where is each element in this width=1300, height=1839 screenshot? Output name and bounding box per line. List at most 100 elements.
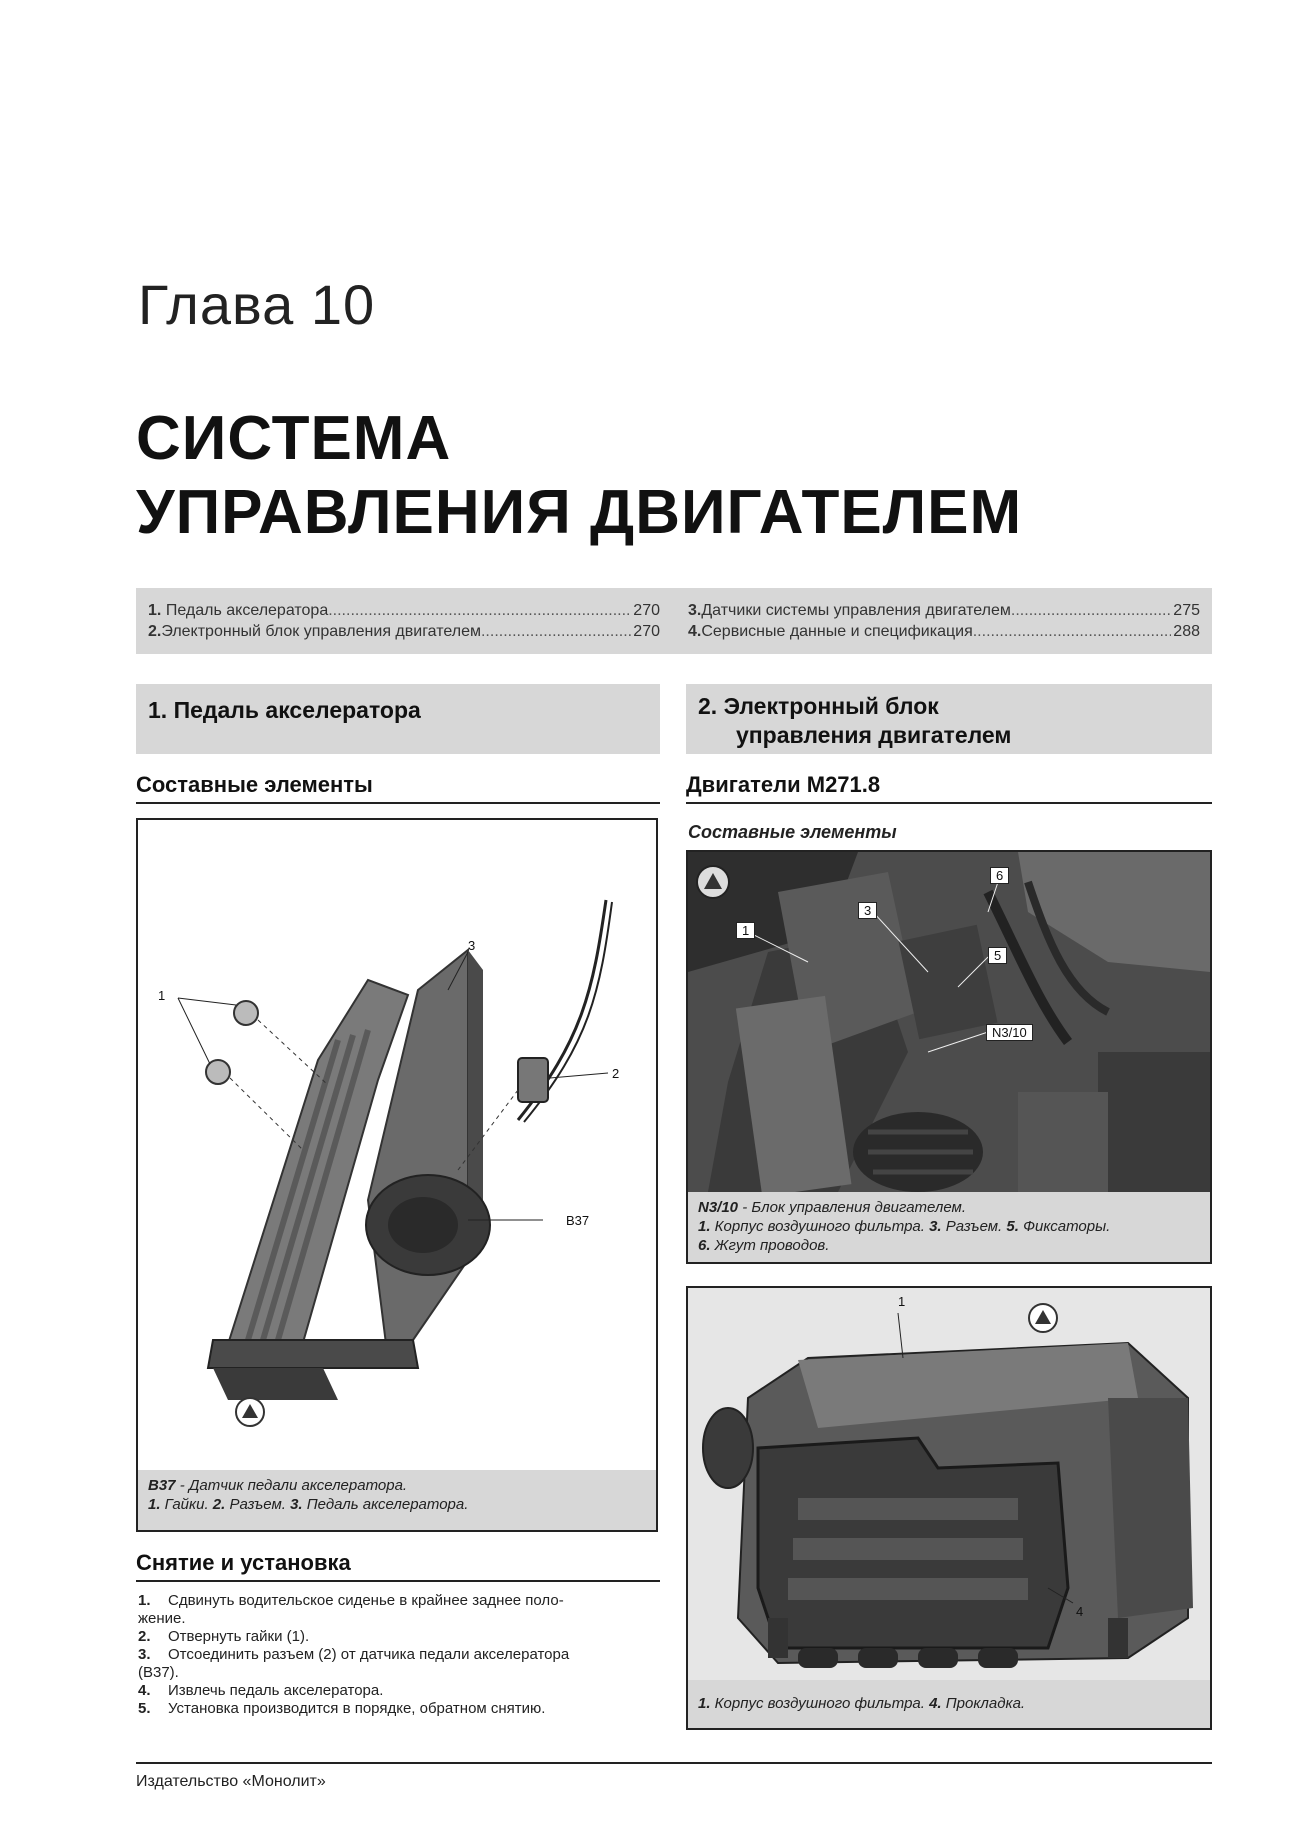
step-text: (B37). <box>138 1664 179 1681</box>
section-title-text: Электронный блок <box>723 693 939 719</box>
toc-column-right: 3. Датчики системы управления двигателем… <box>688 600 1200 642</box>
toc-item-text: Электронный блок управления двигателем <box>161 623 481 640</box>
toc-leader-dots: ........................................… <box>972 623 1172 640</box>
caption-item-text: Педаль акселератора. <box>302 1496 469 1513</box>
toc-leader-dots: ........................................… <box>480 623 631 640</box>
toc-item[interactable]: 1. Педаль акселератора .................… <box>148 600 660 621</box>
section-title-text: Педаль акселератора <box>173 697 421 723</box>
caption-item-number: 5. <box>1006 1218 1019 1235</box>
caption-item-number: 1. <box>698 1218 711 1235</box>
toc-item-page: 275 <box>1173 602 1200 619</box>
section-number: 2. <box>698 693 718 719</box>
publisher-footer: Издательство «Монолит» <box>136 1773 326 1790</box>
toc-item-number: 2. <box>148 623 162 640</box>
engine-bay-figure: 1 3 5 6 N3/10 N3/10 - Блок управления дв… <box>686 850 1212 1264</box>
list-item: (B37). <box>138 1664 660 1682</box>
removal-heading: Снятие и установка <box>136 1550 351 1575</box>
caption-item-text: Корпус воздушного фильтра. <box>710 1695 930 1712</box>
caption-item-text: Гайки. <box>160 1496 213 1513</box>
section-number: 1. <box>148 697 168 723</box>
section-2-subheading: Двигатели M271.8 <box>686 772 881 797</box>
toc-item-text: Педаль акселератора <box>165 602 329 619</box>
toc-item-number: 1. <box>148 602 162 619</box>
section-1-subheading: Составные элементы <box>136 772 373 797</box>
caption-item-number: 2. <box>212 1496 226 1513</box>
step-text: Установка производится в порядке, обратн… <box>168 1700 546 1717</box>
step-text: Сдвинуть водительское сиденье в крайнее … <box>168 1592 564 1609</box>
callout-label: 1 <box>158 988 166 1003</box>
toc-item-page: 270 <box>633 602 660 619</box>
pedal-figure-caption: B37 - Датчик педали акселератора. 1. Гай… <box>138 1470 656 1530</box>
toc-leader-dots: ........................................… <box>1010 602 1171 619</box>
subheading-rule <box>136 802 660 804</box>
engine-bay-illustration <box>688 852 1210 1192</box>
toc-item[interactable]: 4. Сервисные данные и спецификация .....… <box>688 621 1200 642</box>
toc-item[interactable]: 2. Электронный блок управления двигателе… <box>148 621 660 642</box>
list-item: 2.Отвернуть гайки (1). <box>138 1628 660 1646</box>
caption-item-text: Прокладка. <box>941 1695 1026 1712</box>
step-text: Отвернуть гайки (1). <box>168 1628 310 1645</box>
air-filter-caption: 1. Корпус воздушного фильтра. 4. Проклад… <box>688 1680 1210 1728</box>
caption-item-text: Разъем. <box>941 1218 1007 1235</box>
engine-bay-photo <box>688 852 1210 1192</box>
toc-item-number: 3. <box>688 602 702 619</box>
toc-item[interactable]: 3. Датчики системы управления двигателем… <box>688 600 1200 621</box>
table-of-contents: 1. Педаль акселератора .................… <box>136 588 1212 654</box>
chapter-title-line-1: СИСТЕМА <box>136 404 452 473</box>
step-text: Извлечь педаль акселератора. <box>168 1682 384 1699</box>
step-text: Отсоединить разъем (2) от датчика педали… <box>168 1646 570 1663</box>
caption-item-text: Жгут проводов. <box>710 1237 830 1254</box>
step-number: 4. <box>138 1682 151 1699</box>
toc-column-left: 1. Педаль акселератора .................… <box>148 600 660 642</box>
air-filter-figure: 1 4 1. Корпус воздушного фильтра. 4. Про… <box>686 1286 1212 1730</box>
subheading-rule <box>136 1580 660 1582</box>
callout-label: 2 <box>612 1066 620 1081</box>
chapter-title-line-2: УПРАВЛЕНИЯ ДВИГАТЕЛЕМ <box>136 478 1023 547</box>
caption-item-number: 3. <box>929 1218 942 1235</box>
engine-bay-caption: N3/10 - Блок управления двигателем. 1. К… <box>688 1192 1210 1262</box>
step-number: 1. <box>138 1592 151 1609</box>
toc-item-page: 270 <box>633 623 660 640</box>
callout-label: 3 <box>468 938 476 953</box>
step-text: жение. <box>138 1610 186 1627</box>
caption-item-number: 4. <box>929 1695 942 1712</box>
caption-item-text: Фиксаторы. <box>1018 1218 1111 1235</box>
caption-item-text: Разъем. <box>225 1496 291 1513</box>
air-filter-illustration <box>688 1288 1210 1680</box>
step-number: 3. <box>138 1646 151 1663</box>
caption-item-number: 1. <box>698 1695 711 1712</box>
caption-item-number: 3. <box>290 1496 303 1513</box>
callout-label: 6 <box>990 867 1010 884</box>
pedal-diagram-illustration <box>177 899 613 1427</box>
toc-item-text: Сервисные данные и спецификация <box>701 623 973 640</box>
caption-code: B37 <box>148 1477 176 1494</box>
caption-item-text: Корпус воздушного фильтра. <box>710 1218 930 1235</box>
callout-label: 4 <box>1076 1604 1084 1619</box>
removal-steps-list: 1. Сдвинуть водительское сиденье в крайне… <box>138 1592 660 1718</box>
toc-leader-dots: ........................................… <box>328 602 631 619</box>
section-1-title: 1. Педаль акселератора <box>148 696 421 725</box>
section-2-header: 2. Электронный блок управления двигателе… <box>686 684 1212 754</box>
chapter-label: Глава 10 <box>138 273 376 336</box>
callout-label: 1 <box>898 1294 906 1309</box>
callout-label: 5 <box>988 947 1008 964</box>
pedal-figure: 1 2 3 B37 B37 - Датчик педали акселерато… <box>136 818 658 1532</box>
caption-item-number: 1. <box>148 1496 161 1513</box>
list-item: 1. Сдвинуть водительское сиденье в крайне… <box>138 1592 660 1610</box>
callout-label: 3 <box>858 902 878 919</box>
air-filter-photo <box>688 1288 1210 1680</box>
callout-label: 1 <box>736 922 756 939</box>
step-number: 5. <box>138 1700 151 1717</box>
toc-item-text: Датчики системы управления двигателем <box>701 602 1011 619</box>
toc-item-number: 4. <box>688 623 702 640</box>
footer-rule <box>136 1762 1212 1764</box>
section-2-subsubheading: Составные элементы <box>688 822 897 842</box>
list-item: 5. Установка производится в порядке, обра… <box>138 1700 660 1718</box>
caption-item-number: 6. <box>698 1237 711 1254</box>
list-item: 3. Отсоединить разъем (2) от датчика педа… <box>138 1646 660 1664</box>
list-item: жение. <box>138 1610 660 1628</box>
section-1-header: 1. Педаль акселератора <box>136 684 660 754</box>
section-2-title: 2. Электронный блок управления двигателе… <box>698 692 1011 750</box>
callout-label: B37 <box>566 1213 590 1228</box>
section-title-text-line-2: управления двигателем <box>736 722 1012 748</box>
